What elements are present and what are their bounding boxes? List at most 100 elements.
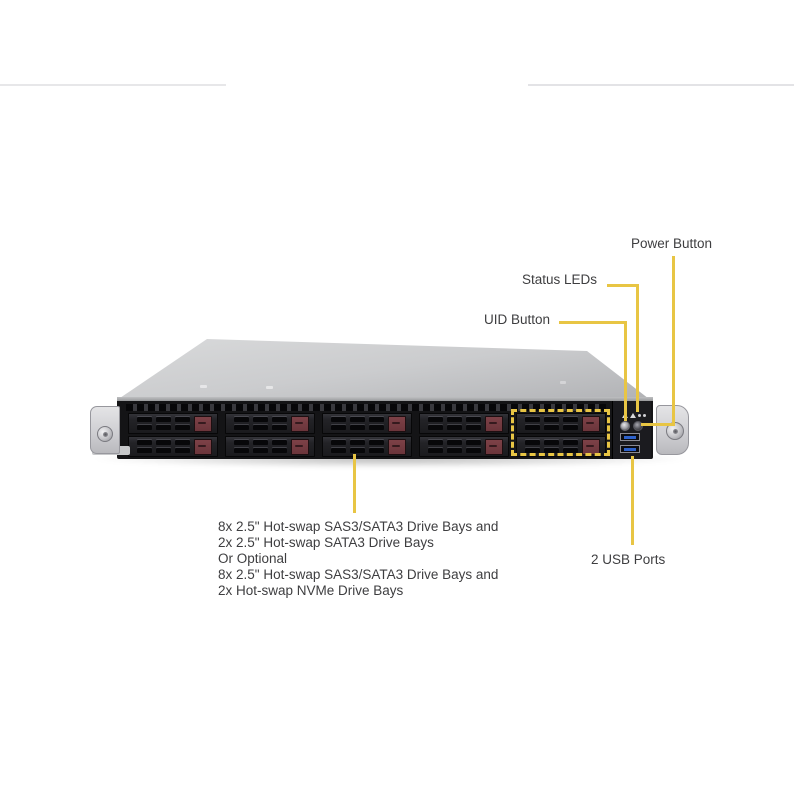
usb-port (620, 433, 640, 441)
usb-tongue (624, 436, 636, 439)
drive-bay (419, 413, 509, 434)
drive-bay (322, 436, 412, 457)
vent-slot (137, 425, 152, 430)
drive-bay (128, 413, 218, 434)
vent-slot (563, 425, 578, 430)
vent-slot (253, 440, 268, 445)
description-line: Or Optional (218, 551, 288, 566)
usb-ports-callout-line (631, 456, 634, 545)
drive-tray-latch (291, 439, 309, 455)
description-line: 2x Hot-swap NVMe Drive Bays (218, 583, 404, 598)
description-line: 8x 2.5" Hot-swap SAS3/SATA3 Drive Bays a… (218, 567, 499, 582)
description-line: 2x 2.5" Hot-swap SATA3 Drive Bays (218, 535, 434, 550)
drive-tray-latch (485, 416, 503, 432)
drive-tray-latch (485, 439, 503, 455)
vent-slot (466, 417, 481, 422)
drive-bay-vents (428, 417, 481, 430)
uid-button (620, 421, 630, 431)
vent-slot (234, 448, 249, 453)
vent-slot (137, 440, 152, 445)
drive-bay (128, 436, 218, 457)
page-divider-line-right (528, 84, 794, 86)
power-button (633, 421, 643, 431)
vent-slot (563, 417, 578, 422)
vent-slot (331, 425, 346, 430)
vent-slot (525, 417, 540, 422)
led-icon (630, 413, 636, 418)
vent-slot (544, 448, 559, 453)
power-button-callout-elbow (641, 423, 675, 426)
power-button-label: Power Button (631, 236, 713, 251)
drive-tray-latch (291, 416, 309, 432)
vent-slot (175, 417, 190, 422)
vent-slot (466, 425, 481, 430)
vent-slot (156, 425, 171, 430)
drive-bay-vents (525, 417, 578, 430)
vent-slot (428, 425, 443, 430)
vent-slot (369, 448, 384, 453)
drive-tray-latch (388, 439, 406, 455)
thumbscrew-icon (666, 422, 684, 440)
vent-slot (272, 440, 287, 445)
server-top-cover (117, 339, 653, 402)
vent-slot (447, 440, 462, 445)
vent-slot (525, 425, 540, 430)
drive-bay-vents (331, 417, 384, 430)
vent-slot (544, 425, 559, 430)
drive-bays-callout-line (353, 454, 356, 513)
vent-slot (331, 440, 346, 445)
uid-button-callout-drop (624, 321, 627, 421)
vent-slot (563, 440, 578, 445)
vent-slot (272, 425, 287, 430)
vent-slot (137, 448, 152, 453)
drive-bay (225, 436, 315, 457)
highlighted-drive-bays-outline (511, 409, 610, 456)
vent-slot (156, 440, 171, 445)
vent-slot (447, 425, 462, 430)
vent-slot (331, 417, 346, 422)
vent-slot (466, 448, 481, 453)
vent-slot (544, 417, 559, 422)
vent-slot (525, 440, 540, 445)
drive-bay (225, 413, 315, 434)
vent-slot (563, 448, 578, 453)
vent-slot (253, 417, 268, 422)
uid-button-callout-line (559, 321, 627, 324)
vent-slot (253, 448, 268, 453)
drive-tray-latch (582, 416, 600, 432)
vent-slot (175, 440, 190, 445)
vent-slot (272, 417, 287, 422)
vent-slot (350, 417, 365, 422)
vent-slot (156, 448, 171, 453)
vent-slot (369, 425, 384, 430)
vent-strip (126, 404, 606, 411)
led-icon (638, 414, 641, 417)
drive-tray-latch (194, 439, 212, 455)
drive-tray-latch (388, 416, 406, 432)
drive-bay (516, 413, 606, 434)
vent-slot (428, 440, 443, 445)
description-line: 8x 2.5" Hot-swap SAS3/SATA3 Drive Bays a… (218, 519, 499, 534)
vent-slot (331, 448, 346, 453)
drive-bay-vents (234, 417, 287, 430)
drive-bay-vents (331, 440, 384, 453)
drive-bay (322, 413, 412, 434)
vent-slot (428, 448, 443, 453)
vent-slot (447, 417, 462, 422)
vent-slot (234, 440, 249, 445)
status-leds-label: Status LEDs (522, 272, 598, 287)
vent-slot (369, 417, 384, 422)
vent-slot (350, 425, 365, 430)
drive-bay (419, 436, 509, 457)
chassis-front-lip (117, 397, 653, 402)
page-divider-line-left (0, 84, 226, 86)
drive-bay-vents (137, 440, 190, 453)
led-icon (643, 414, 646, 417)
vent-slot (156, 417, 171, 422)
vent-slot (369, 440, 384, 445)
cover-screw-mark (266, 386, 273, 389)
vent-slot (234, 425, 249, 430)
vent-slot (253, 425, 268, 430)
vent-slot (544, 440, 559, 445)
